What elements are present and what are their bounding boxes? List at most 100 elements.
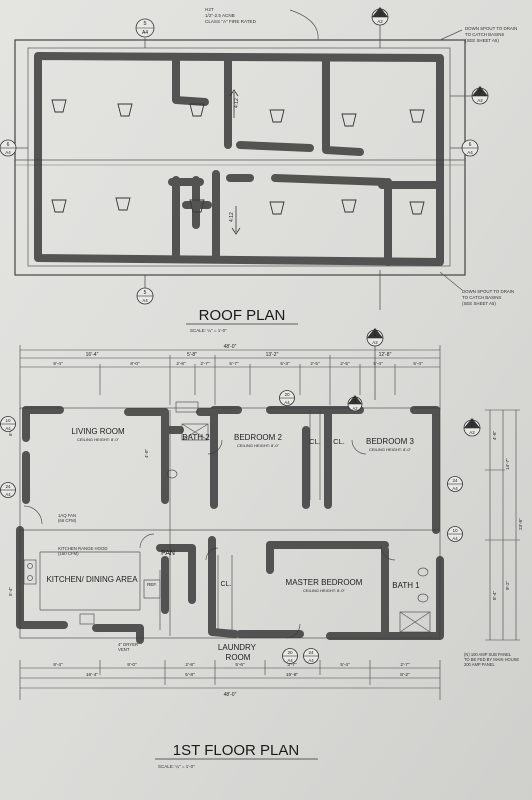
room-bedroom-2-ceiling: CEILING HEIGHT: 8'-0" (237, 443, 280, 448)
marker-number: 6 (7, 142, 10, 148)
floor-marker-2[interactable]: 10 A4 (0, 416, 16, 432)
bottom-dim-2: 16'-4" (86, 672, 99, 678)
top-dim-2: 8'-0" (130, 361, 140, 366)
marker-number: 20 (284, 392, 290, 397)
kitchen-hood-note: KITCHEN RANGE HOOD (150 CFM) (58, 546, 109, 556)
room-living-room[interactable]: LIVING ROOM (71, 427, 125, 436)
room-bath-1[interactable]: BATH 1 (392, 581, 420, 590)
room-living-room-ceiling: CEILING HEIGHT: 8'-0" (77, 437, 120, 442)
top-dim: 13'-2" (266, 352, 279, 358)
floor-marker-3[interactable]: 20 A4 (279, 390, 295, 406)
left-dim: 5'-4" (8, 587, 13, 596)
roof-note-bottom-right: DOWN SPOUT TO DRAIN TO CATCH BASINS (SEE… (462, 289, 515, 306)
marker-sheet: A2 (352, 406, 358, 411)
room-bath-2[interactable]: BATH 2 (182, 433, 210, 442)
bottom-dim: 3'-7" (287, 662, 297, 667)
floor-wall-markup (16, 406, 444, 644)
bottom-dim: 5'-4" (340, 662, 350, 667)
marker-number: 5 (143, 21, 146, 27)
pantry-label: PAN (161, 550, 175, 557)
bottom-dim: 5'-6" (235, 662, 245, 667)
marker-number: 2 (471, 422, 474, 428)
floor-marker-9[interactable]: 24 A4 (303, 648, 319, 664)
room-bedroom-3[interactable]: BEDROOM 3 (366, 437, 415, 446)
roof-marker-5[interactable]: 6 A4 (461, 139, 479, 157)
sub-panel-note: (N) 100 AMP SUB PANEL TO BE FED BY MAIN … (464, 652, 520, 667)
roof-marker-4[interactable]: 6 A4 (0, 139, 17, 157)
top-dim-2: 5'-7" (229, 361, 239, 366)
right-dimension-lines (485, 409, 520, 641)
floor-marker-6[interactable]: 10 A4 (447, 526, 463, 542)
closet-label: CL. (333, 437, 345, 446)
marker-sheet: A4 (5, 492, 11, 497)
room-kitchen-dining[interactable]: KITCHEN/ DINING AREA (46, 575, 138, 584)
marker-number: 6 (469, 142, 472, 148)
floor-marker-10[interactable]: 2 A2 (347, 395, 363, 412)
top-dim-2: 5'-4" (413, 361, 423, 366)
bottom-dim: 8'-4" (53, 662, 63, 667)
closet-label: CL. (309, 437, 321, 446)
top-dim: 5'-8" (187, 352, 197, 358)
marker-sheet: A4 (5, 150, 11, 155)
roof-marker-1[interactable]: 5 A4 (135, 18, 155, 38)
marker-sheet: A4 (467, 150, 473, 155)
floor-marker-7[interactable]: 24 A4 (447, 476, 463, 492)
room-laundry[interactable]: LAUNDRY ROOM (218, 643, 258, 662)
room-bedroom-3-ceiling: CEILING HEIGHT: 8'-0" (369, 447, 412, 452)
top-dim-2: 8'-4" (53, 361, 63, 366)
marker-sheet: A2 (377, 19, 383, 24)
marker-number: 1 (379, 11, 382, 17)
top-dim-2: 5'-4" (373, 361, 383, 366)
right-dim: 9'-2" (505, 580, 510, 590)
overall-dim-top: 48'-0" (224, 344, 237, 350)
roof-marker-3[interactable]: 2 A2 (471, 86, 489, 105)
marker-sheet: A4 (142, 30, 148, 36)
floor-marker-5[interactable]: 24 A4 (0, 482, 16, 498)
room-master-bedroom[interactable]: MASTER BEDROOM (286, 578, 363, 587)
right-dim: 4'-8" (492, 430, 497, 440)
marker-number: 10 (452, 528, 458, 533)
floor-plan: 48'-0" 16'-4" 5'-8" 13'-2" 12'-8" 8'-4" … (0, 328, 523, 769)
marker-sheet: A4 (284, 400, 290, 405)
floor-marker-4[interactable]: 2 A2 (463, 418, 481, 437)
roof-plan: 4:12 4:12 5 A4 1 A2 2 A2 6 (0, 7, 517, 333)
fan-note: 1AQ FAN (66 CFM) (58, 513, 77, 523)
roof-plan-scale: SCALE: ¼" = 1'-0" (190, 328, 227, 333)
marker-sheet: A4 (5, 426, 11, 431)
roof-marker-6[interactable]: 5 A4 (136, 287, 154, 305)
marker-sheet: A2 (477, 98, 483, 103)
marker-sheet: A4 (308, 658, 314, 663)
roof-note-top-left: H2T 1/2"-2.5 ACNB CLASS "A" FIRE RATED (205, 7, 257, 24)
marker-sheet: A4 (452, 486, 458, 491)
bottom-dimension-lines (19, 660, 441, 700)
roof-plan-title: ROOF PLAN (199, 307, 286, 324)
marker-sheet: A4 (287, 658, 293, 663)
marker-number: 24 (308, 650, 314, 655)
marker-number: 24 (5, 484, 11, 489)
refrigerator-label: REF. (147, 582, 157, 587)
top-dimension-lines (19, 345, 441, 410)
top-dim-2: 2'-7" (200, 361, 210, 366)
bottom-dim: 2'-7" (400, 662, 410, 667)
marker-number: 1 (374, 332, 377, 338)
top-dim-2: 5'-3" (280, 361, 290, 366)
marker-number: 2 (479, 90, 482, 96)
top-dim: 16'-4" (86, 352, 99, 358)
floor-marker-8[interactable]: 20 A4 (282, 648, 298, 664)
left-dim: 4'-0" (144, 449, 149, 458)
roof-marker-2[interactable]: 1 A2 (371, 7, 389, 26)
floor-marker-1[interactable]: 1 A2 (366, 328, 384, 400)
room-bedroom-2[interactable]: BEDROOM 2 (234, 433, 283, 442)
top-dim-2: 2'-5" (310, 361, 320, 366)
marker-sheet: A4 (452, 536, 458, 541)
marker-sheet: A2 (372, 340, 378, 345)
bottom-dim-2: 8'-2" (400, 672, 410, 678)
bottom-dim-2: 15'-8" (286, 672, 299, 678)
top-dim-2: 2'-8" (176, 361, 186, 366)
floor-plan-scale: SCALE: ¼" = 1'-0" (158, 764, 195, 769)
dryer-vent-note: 4" DRYER VENT (118, 642, 139, 652)
roof-inner-outline (27, 47, 451, 267)
bottom-dim: 8'-0" (127, 662, 137, 667)
bottom-dim-2: 5'-8" (185, 672, 195, 678)
